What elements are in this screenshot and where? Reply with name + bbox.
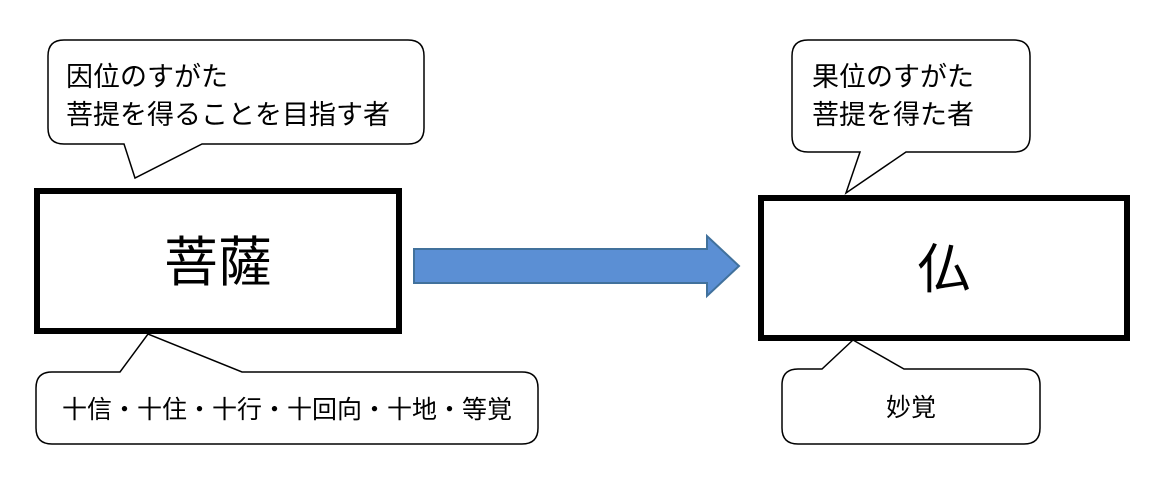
right-top-callout-line1: 果位のすがた <box>812 62 974 93</box>
buddha-label: 仏 <box>917 238 971 301</box>
left-bottom-callout-shape <box>35 333 539 445</box>
right-bottom-callout-shape <box>781 339 1041 445</box>
left-bottom-callout: 十信・十住・十行・十回向・十地・等覚 <box>35 333 539 445</box>
left-bottom-callout-text: 十信・十住・十行・十回向・十地・等覚 <box>62 395 512 424</box>
left-top-callout: 因位のすがた 菩提を得ることを目指す者 <box>47 39 425 180</box>
buddha-box: 仏 <box>758 195 1130 341</box>
left-top-callout-shape <box>47 39 425 180</box>
right-top-callout: 果位のすがた 菩提を得た者 <box>791 39 1031 195</box>
left-top-callout-line1: 因位のすがた <box>66 62 228 93</box>
right-bottom-callout-text: 妙覚 <box>886 393 936 422</box>
right-top-callout-line2: 菩提を得た者 <box>812 100 974 131</box>
bodhisattva-box-frame <box>34 188 402 334</box>
right-top-callout-shape <box>791 39 1031 195</box>
progression-arrow <box>413 233 741 299</box>
bodhisattva-box: 菩薩 <box>34 188 402 334</box>
bodhisattva-label: 菩薩 <box>164 231 272 294</box>
buddha-box-frame <box>758 195 1130 341</box>
left-top-callout-line2: 菩提を得ることを目指す者 <box>66 100 390 131</box>
right-bottom-callout: 妙覚 <box>781 339 1041 445</box>
